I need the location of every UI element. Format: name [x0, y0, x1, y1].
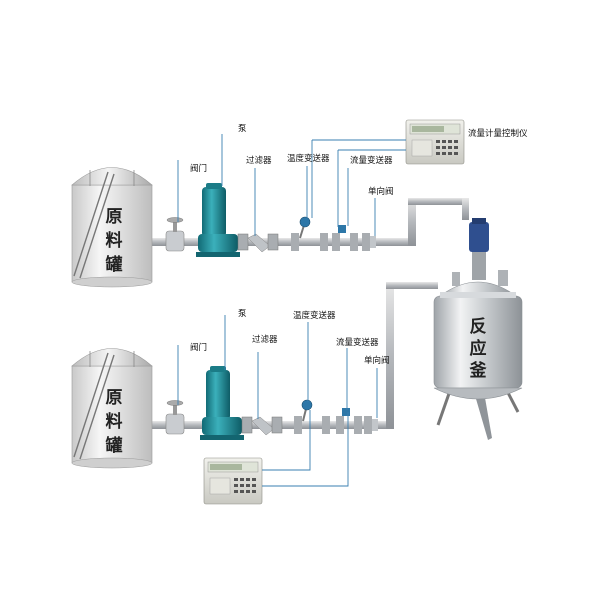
reactor-label-3: 釜: [469, 360, 488, 381]
pipe: [462, 198, 469, 220]
reactor-label-1: 反: [470, 317, 487, 337]
pump-top: [196, 183, 240, 257]
tank-label-3: 罐: [105, 435, 123, 456]
tank-label-2: 料: [106, 411, 123, 432]
pump-bottom: [200, 366, 244, 440]
label-flow-transmitter: 流量变送器: [336, 337, 379, 348]
pipe: [150, 238, 412, 246]
labels-top: 泵 阀门 过滤器 温度变送器 流量变送器 单向阀 流量计量控制仪: [190, 124, 528, 197]
label-check-valve: 单向阀: [364, 355, 390, 366]
raw-material-tank-bottom: 原 料 罐: [71, 348, 153, 469]
label-flow-controller: 流量计量控制仪: [468, 128, 528, 139]
reactor-label-2: 应: [470, 338, 487, 359]
pipe: [150, 421, 390, 429]
leader-lines: [177, 134, 406, 487]
temperature-transmitter-bottom: [294, 399, 330, 434]
flow-transmitter-bottom: [336, 408, 362, 434]
label-pump: 泵: [238, 124, 247, 134]
label-check-valve: 单向阀: [368, 186, 394, 197]
pipe: [408, 198, 468, 205]
tank-label-1: 原: [106, 388, 123, 408]
label-temp-transmitter: 温度变送器: [287, 153, 330, 164]
label-temp-transmitter: 温度变送器: [293, 310, 336, 321]
pipe: [386, 282, 438, 289]
tank-label-2: 料: [106, 230, 123, 251]
labels-bottom: 泵 阀门 过滤器 温度变送器 流量变送器 单向阀: [190, 309, 390, 366]
label-valve: 阀门: [190, 163, 207, 174]
flow-controller-bottom: [203, 457, 263, 505]
reactor-vessel: 反 应 釜: [433, 218, 523, 440]
bottom-line: 原 料 罐: [71, 282, 438, 469]
filter-bottom: [241, 416, 283, 436]
flow-controller-top: [405, 119, 465, 165]
temperature-transmitter-top: [291, 216, 328, 251]
pipe: [386, 282, 394, 429]
tank-label-3: 罐: [105, 254, 123, 275]
raw-material-tank-top: 原 料 罐: [71, 167, 153, 288]
top-line: 原 料 罐: [71, 167, 469, 288]
label-pump: 泵: [238, 309, 247, 319]
gate-valve-top: [165, 217, 185, 252]
pipe: [408, 198, 416, 246]
check-valve-bottom: [364, 416, 378, 434]
label-filter: 过滤器: [252, 334, 278, 345]
label-filter: 过滤器: [246, 155, 272, 166]
filter-top: [237, 233, 279, 253]
label-flow-transmitter: 流量变送器: [350, 155, 393, 166]
label-valve: 阀门: [190, 342, 207, 353]
flow-transmitter-top: [332, 225, 358, 251]
gate-valve-bottom: [165, 400, 185, 435]
tank-label-1: 原: [106, 207, 123, 227]
check-valve-top: [362, 233, 376, 251]
